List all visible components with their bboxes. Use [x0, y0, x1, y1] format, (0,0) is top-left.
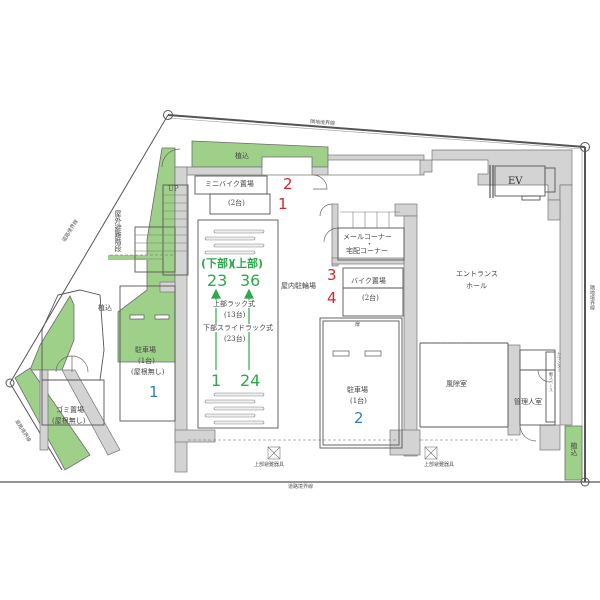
garbage-label: ゴミ置場 — [56, 406, 84, 414]
rack-upper-count: (13台) — [224, 311, 246, 319]
parking-2-door-label: 扉 — [355, 322, 361, 328]
manager-room-label: 管理人室 — [514, 398, 542, 406]
mail-corner-dot: ・ — [366, 240, 373, 248]
parking-1-count: (1台) — [138, 357, 155, 365]
parking-2-number: 2 — [354, 409, 364, 427]
rack-lower-end: 23 — [207, 271, 228, 290]
evacuation-devices — [267, 446, 438, 460]
wheel-stops — [129, 314, 382, 357]
room-outlines — [41, 165, 556, 449]
rack-lower-count: (23台) — [224, 335, 246, 343]
planting-label-right: 植込 — [570, 442, 578, 456]
mail-space-label: 郵スペース — [549, 372, 554, 392]
stair-treads — [135, 194, 400, 260]
outdoor-stairs-label: 屋外避難階段 — [114, 210, 122, 252]
delivery-corner-label: 宅配コーナー — [346, 247, 388, 255]
marker-red-1: 1 — [278, 195, 288, 213]
marker-red-2: 2 — [283, 175, 293, 193]
doors — [55, 148, 551, 442]
bike-parking-label: バイク置場 — [351, 277, 386, 285]
mini-bike-count: (2台) — [228, 199, 245, 207]
dashed-lines — [110, 254, 520, 441]
rack-upper-header: (上部) — [231, 257, 264, 270]
rack-lower-type: 下部スライドラック式 — [203, 324, 273, 332]
entrance-hall-label-1: エントランス — [456, 270, 498, 278]
boundary-label-right: 隣地境界線 — [589, 285, 595, 310]
entrance-hall-label-2: ホール — [466, 282, 487, 290]
rack-upper-start: 24 — [240, 371, 261, 390]
garbage-note: (屋根無し) — [52, 417, 86, 425]
windbreak-label: 風除室 — [446, 380, 467, 388]
parking-2-count: (1台) — [350, 397, 367, 405]
mail-corner-label: メールコーナー — [343, 233, 392, 241]
elevator-shaft-detail — [489, 165, 494, 198]
rack-lower-start: 1 — [211, 371, 222, 390]
mini-bike-label: ミニバイク置場 — [205, 180, 254, 188]
rack-upper-type: 上部ラック式 — [213, 300, 255, 308]
rack-arrows — [211, 288, 254, 370]
parking-1-number: 1 — [149, 383, 159, 401]
parking-1-note: (屋根無し) — [131, 368, 165, 376]
boundary-label-bottom: 道路境界線 — [288, 484, 314, 490]
marker-red-3: 3 — [327, 266, 337, 284]
rack-upper-end: 36 — [240, 271, 261, 290]
parking-1-label: 駐車場 — [135, 346, 156, 354]
stairs-up-label: UP — [168, 185, 179, 193]
bicycle-rack-bars — [204, 229, 265, 425]
elevator-label: EV — [508, 176, 523, 187]
indoor-bicycle-label: 屋内駐輪場 — [281, 282, 316, 290]
planting-areas — [14, 140, 583, 481]
evacuation-label-left: 上部避難器具 — [254, 462, 285, 468]
rack-lower-header: (下部) — [201, 257, 234, 270]
property-boundary — [0, 110, 600, 487]
bike-parking-count: (2台) — [362, 294, 379, 302]
parking-2-label: 駐車場 — [347, 386, 368, 394]
planting-label-left: 植込 — [98, 304, 112, 312]
planting-label-top: 植込 — [235, 152, 249, 160]
counter-label: カウンター — [557, 352, 562, 372]
evacuation-label-right: 上部避難器具 — [424, 462, 455, 468]
marker-red-4: 4 — [327, 289, 337, 307]
